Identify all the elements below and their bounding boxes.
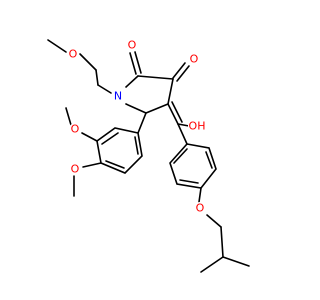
bond-c4-exo-1 — [167, 103, 179, 125]
bond-c5-n — [125, 103, 147, 114]
atom-o-ketone-a-text: O — [128, 39, 137, 52]
atom-o-ketone-b: O — [188, 53, 200, 66]
ring-dimethoxyphenyl-inner-3 — [134, 136, 139, 155]
bond-c3-c4 — [167, 78, 174, 105]
bond-ch2-ch2 — [95, 69, 99, 86]
bond-ch2-ch — [220, 226, 224, 258]
bond-aryl-o-isobutoxy — [198, 187, 202, 203]
atom-o-methoxy-bottom-text: O — [71, 163, 80, 176]
bond-exo-oh — [177, 123, 190, 127]
bond-n-c2 — [125, 75, 139, 88]
atom-o-methoxy-top-text: O — [71, 123, 80, 136]
atom-o-hydroxyl-text: OH — [189, 120, 206, 133]
atom-o-methoxy-top: O — [69, 123, 81, 136]
bond-c2-o-double-2 — [134, 51, 142, 74]
bond-o-ch2-isobutyl — [206, 214, 222, 228]
atom-n-ring: N — [112, 90, 124, 103]
atom-o-chain-ether: O — [67, 48, 79, 61]
bond-c4-c5 — [145, 103, 169, 114]
bond-o-methyl-top — [65, 107, 72, 126]
bond-ch-methyl-b — [222, 256, 250, 267]
bond-ch2-n — [97, 84, 112, 94]
ring-dimethoxyphenyl-inner-2 — [105, 160, 125, 169]
atom-label-layer: O N O O OH O O O — [67, 39, 206, 215]
bond-o-ch2 — [79, 53, 97, 71]
atom-o-hydroxyl: OH — [188, 119, 206, 133]
atom-n-ring-text: N — [114, 90, 122, 103]
bond-layer — [47, 39, 250, 273]
bond-aryl-o-bottom — [82, 162, 102, 168]
bond-c3-o-double-1 — [172, 62, 186, 79]
ring-isobutoxyphenyl-inner-3 — [173, 148, 188, 164]
bond-aryl-o-top — [81, 132, 98, 142]
ring-isobutoxyphenyl-inner-2 — [179, 179, 199, 184]
bond-c4-exo-2 — [171, 101, 183, 123]
bond-ch-methyl-a — [200, 256, 224, 273]
bond-methyl-o — [47, 39, 67, 53]
atom-o-chain-ether-text: O — [69, 48, 78, 61]
atom-o-methoxy-bottom: O — [69, 163, 81, 176]
bond-c3-o-double-2 — [176, 65, 190, 82]
atom-o-ketone-a: O — [126, 39, 138, 52]
bond-c2-c3 — [137, 75, 174, 80]
ring-dimethoxyphenyl-inner-1 — [101, 132, 119, 145]
ring-isobutoxyphenyl-inner-1 — [205, 151, 213, 169]
bond-c5-aryl — [137, 112, 147, 134]
atom-o-isobutoxy: O — [194, 202, 206, 215]
atom-o-isobutoxy-text: O — [196, 202, 205, 215]
bond-c2-o-double-1 — [129, 52, 137, 75]
molecule-structure-diagram: O N O O OH O O O — [47, 39, 250, 273]
bond-exo-aryl — [177, 123, 188, 145]
atom-o-ketone-b-text: O — [190, 53, 199, 66]
